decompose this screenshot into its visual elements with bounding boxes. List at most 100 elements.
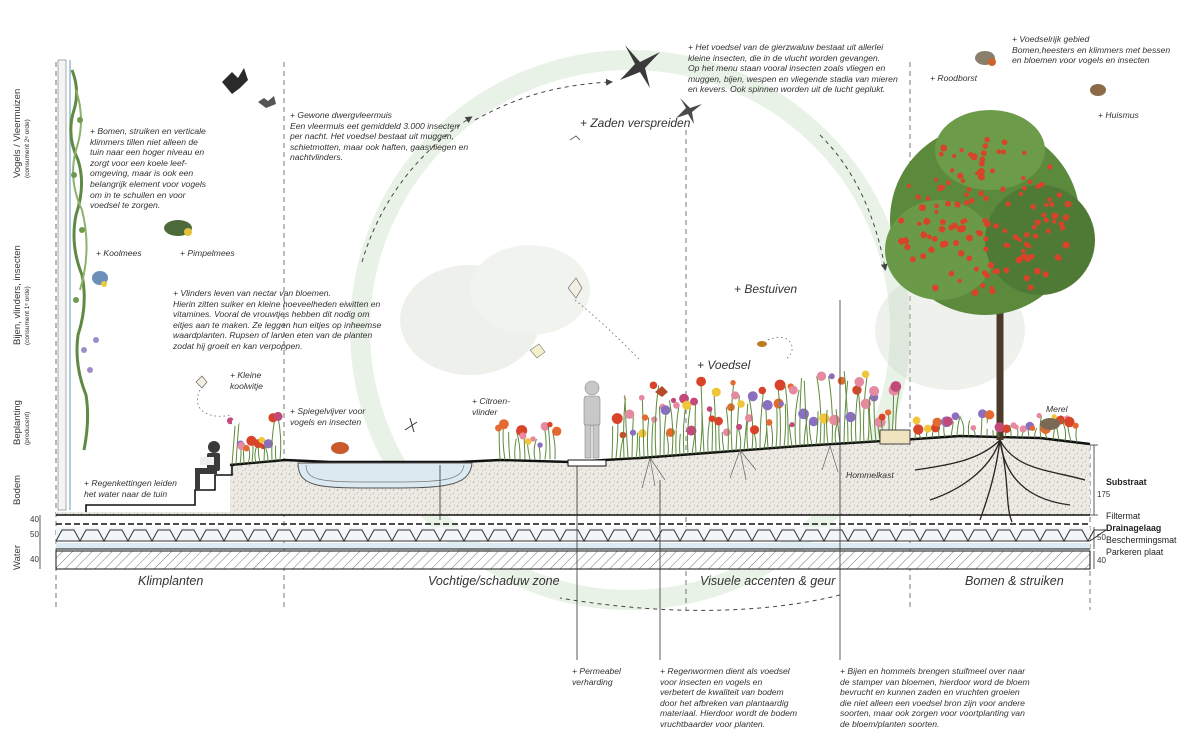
flower <box>699 407 706 413</box>
berry <box>939 241 947 248</box>
berry <box>1001 149 1006 155</box>
berry <box>1029 253 1035 260</box>
plant-stem <box>730 382 735 452</box>
berry <box>1020 253 1028 260</box>
berry <box>958 250 965 257</box>
berry <box>975 230 981 235</box>
flower <box>860 398 871 409</box>
flower <box>624 409 635 419</box>
flower <box>828 373 835 380</box>
plant-stem <box>794 389 800 447</box>
label-mirror-pond: + Spiegelvijver voor vogels en insecten <box>290 406 366 427</box>
flower <box>625 391 635 402</box>
flower <box>932 417 942 427</box>
berry <box>1056 192 1063 198</box>
dim-40-right: 40 <box>1097 556 1106 565</box>
flower <box>951 412 960 421</box>
flower <box>970 424 977 431</box>
plant-stem <box>783 403 787 448</box>
berry <box>909 256 916 263</box>
flower <box>731 391 740 400</box>
flower <box>666 428 675 437</box>
dim-175: 175 <box>1097 490 1111 499</box>
berry <box>1002 228 1008 234</box>
berry <box>1064 200 1072 208</box>
berry <box>996 149 1002 154</box>
plant-stem <box>725 407 729 452</box>
plant-stem <box>759 390 765 450</box>
plant-stem <box>843 380 849 444</box>
dim-40-left-bottom: 40 <box>30 555 39 564</box>
butterfly-brimstone <box>529 343 546 359</box>
note-permeable-paving: + Permeabel verharding <box>572 666 621 687</box>
plant-stem <box>1034 427 1038 438</box>
flower <box>789 422 795 428</box>
flower <box>730 380 736 386</box>
flower <box>243 445 250 452</box>
berry <box>971 289 979 296</box>
flower <box>547 421 553 428</box>
flower <box>1013 424 1019 430</box>
plant-stem <box>651 419 654 458</box>
plant-stem <box>785 386 789 447</box>
flower <box>762 400 773 411</box>
plant-stem <box>815 407 819 446</box>
berry <box>898 217 905 224</box>
berry <box>1017 237 1022 242</box>
berry <box>938 225 946 233</box>
axis-label-soil: Bodem <box>12 474 23 505</box>
flower <box>749 425 760 435</box>
swift-bird <box>620 45 660 88</box>
plant-stem <box>718 421 721 453</box>
axis-label-insects: Bijen, vlinders, insecten(consument 1ᵉ o… <box>12 245 31 345</box>
dim-50-left: 50 <box>30 530 39 539</box>
berry <box>938 151 944 157</box>
plant-stem <box>867 403 870 442</box>
plant-stem <box>735 395 740 451</box>
soil-section <box>56 434 1091 515</box>
plant-stem <box>743 403 749 451</box>
flower <box>820 402 830 411</box>
berry <box>989 168 996 174</box>
flower <box>854 376 865 387</box>
plant-stem <box>547 424 551 460</box>
note-trees-climbers: + Bomen, struiken en verticale klimmers … <box>90 126 207 211</box>
flower <box>714 416 723 426</box>
plant-stem <box>956 416 961 437</box>
flower <box>747 391 758 402</box>
berry <box>1045 228 1051 234</box>
plant-stem <box>523 435 526 460</box>
berry <box>973 266 979 272</box>
flower <box>706 406 713 412</box>
plant-stem <box>816 376 822 445</box>
flower <box>670 397 677 403</box>
plant-stem <box>658 406 661 457</box>
berry <box>931 236 938 242</box>
berry <box>954 201 961 208</box>
berry <box>934 203 939 209</box>
berry <box>977 173 985 181</box>
berry <box>992 269 997 274</box>
plant-stem <box>828 376 833 445</box>
layer-beschermingsmat: Beschermingsmat <box>1106 535 1177 545</box>
berry <box>945 200 951 207</box>
berry <box>920 231 928 239</box>
plant-stem <box>694 401 697 454</box>
flower <box>1072 422 1079 429</box>
flower <box>1064 416 1075 428</box>
note-butterflies: + Vlinders leven van nectar van bloemen.… <box>173 288 382 351</box>
plant-stem <box>775 403 778 448</box>
label-great-tit: + Koolmees <box>96 248 142 258</box>
flower <box>765 419 773 426</box>
flower <box>878 413 886 421</box>
layer-drainagelaag: Drainagelaag <box>1106 523 1162 533</box>
berry <box>978 190 984 197</box>
berry <box>979 282 986 289</box>
plant-stem <box>856 381 861 443</box>
berry <box>966 186 972 192</box>
zone-vochtige-schaduw: Vochtige/schaduw zone <box>428 574 560 588</box>
robin-bird <box>975 51 996 66</box>
label-robin: + Roodborst <box>930 73 978 83</box>
plant-stem <box>950 421 954 437</box>
